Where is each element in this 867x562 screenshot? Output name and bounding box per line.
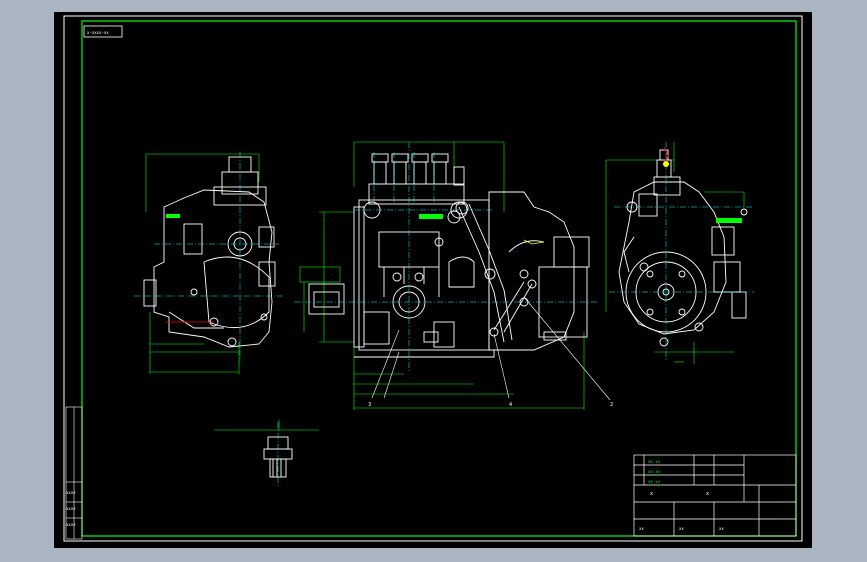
left-view-green-lever bbox=[166, 214, 180, 218]
title-row-1: xx-xx bbox=[648, 459, 661, 464]
left-margin-strip bbox=[65, 406, 83, 540]
title-block-text: xx-xx xx-xx xx-xx x x xx xx xx bbox=[639, 459, 724, 531]
center-view-yellow-wire bbox=[523, 239, 545, 245]
title-bottom-1: xx bbox=[639, 526, 644, 531]
callout-2: 2 bbox=[610, 402, 613, 408]
right-rear-view bbox=[605, 142, 754, 364]
inner-frame bbox=[81, 20, 797, 537]
outer-frame bbox=[63, 15, 803, 542]
title-label-2: x bbox=[706, 491, 709, 497]
governor-housing bbox=[455, 191, 590, 351]
callout-3: 3 bbox=[368, 402, 371, 408]
corner-label: x-xxxx-xx bbox=[87, 30, 109, 35]
cad-drawing-canvas: x-xxxx-xx xxxx xxxx xxxx bbox=[63, 15, 803, 542]
right-view-green-lever bbox=[716, 218, 742, 223]
corner-label-box: x-xxxx-xx bbox=[83, 25, 123, 38]
center-front-view: 3 4 2 bbox=[294, 141, 613, 410]
title-row-2: xx-xx bbox=[648, 469, 661, 474]
title-label-1: x bbox=[650, 491, 653, 497]
margin-label-2: xxxx bbox=[66, 506, 76, 511]
callout-4: 4 bbox=[509, 402, 512, 408]
title-row-3: xx-xx bbox=[648, 479, 661, 484]
left-side-view bbox=[134, 152, 284, 374]
title-bottom-3: xx bbox=[719, 526, 724, 531]
right-view-yellow-marker bbox=[663, 161, 669, 167]
right-view-red-mark bbox=[663, 147, 669, 163]
margin-label-3: xxxx bbox=[66, 522, 76, 527]
title-bottom-2: xx bbox=[679, 526, 684, 531]
center-view-green-lever bbox=[419, 214, 443, 219]
detail-view bbox=[214, 420, 319, 487]
title-block bbox=[633, 454, 797, 537]
margin-label-1: xxxx bbox=[66, 490, 76, 495]
cad-viewport: x-xxxx-xx xxxx xxxx xxxx bbox=[54, 12, 812, 548]
